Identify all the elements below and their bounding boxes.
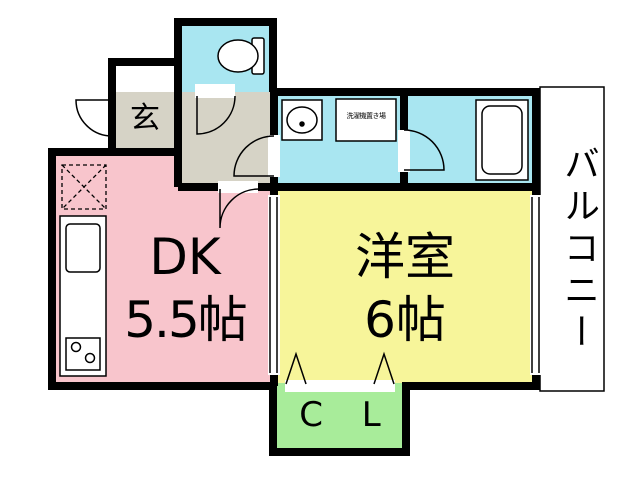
washbasin-fixture — [281, 99, 323, 141]
entrance-label: 玄 — [130, 101, 160, 136]
bathtub-fixture — [475, 99, 529, 181]
sliding-door-tracks — [269, 197, 540, 373]
hallway-area — [178, 92, 274, 187]
kitchen-counter — [59, 215, 107, 377]
entrance-area — [112, 92, 178, 152]
door-swings — [75, 95, 445, 229]
laundry-space — [335, 98, 397, 142]
laundry-label: 洗濯機置き場 — [346, 112, 387, 120]
balcony-label: バルコニー — [558, 145, 599, 355]
western-room-size: 6帖 — [364, 291, 446, 349]
closet-doors — [285, 351, 395, 385]
dk-room-size: 5.5帖 — [124, 291, 248, 349]
western-room-name: 洋室 — [355, 228, 455, 286]
toilet-fixture — [217, 37, 265, 75]
western-room — [274, 187, 536, 383]
closet-area — [273, 383, 406, 450]
balcony-area — [539, 86, 605, 392]
dk-room-name: DK — [149, 228, 221, 286]
closet-label: C L — [299, 395, 381, 435]
storage-unit — [61, 164, 107, 210]
